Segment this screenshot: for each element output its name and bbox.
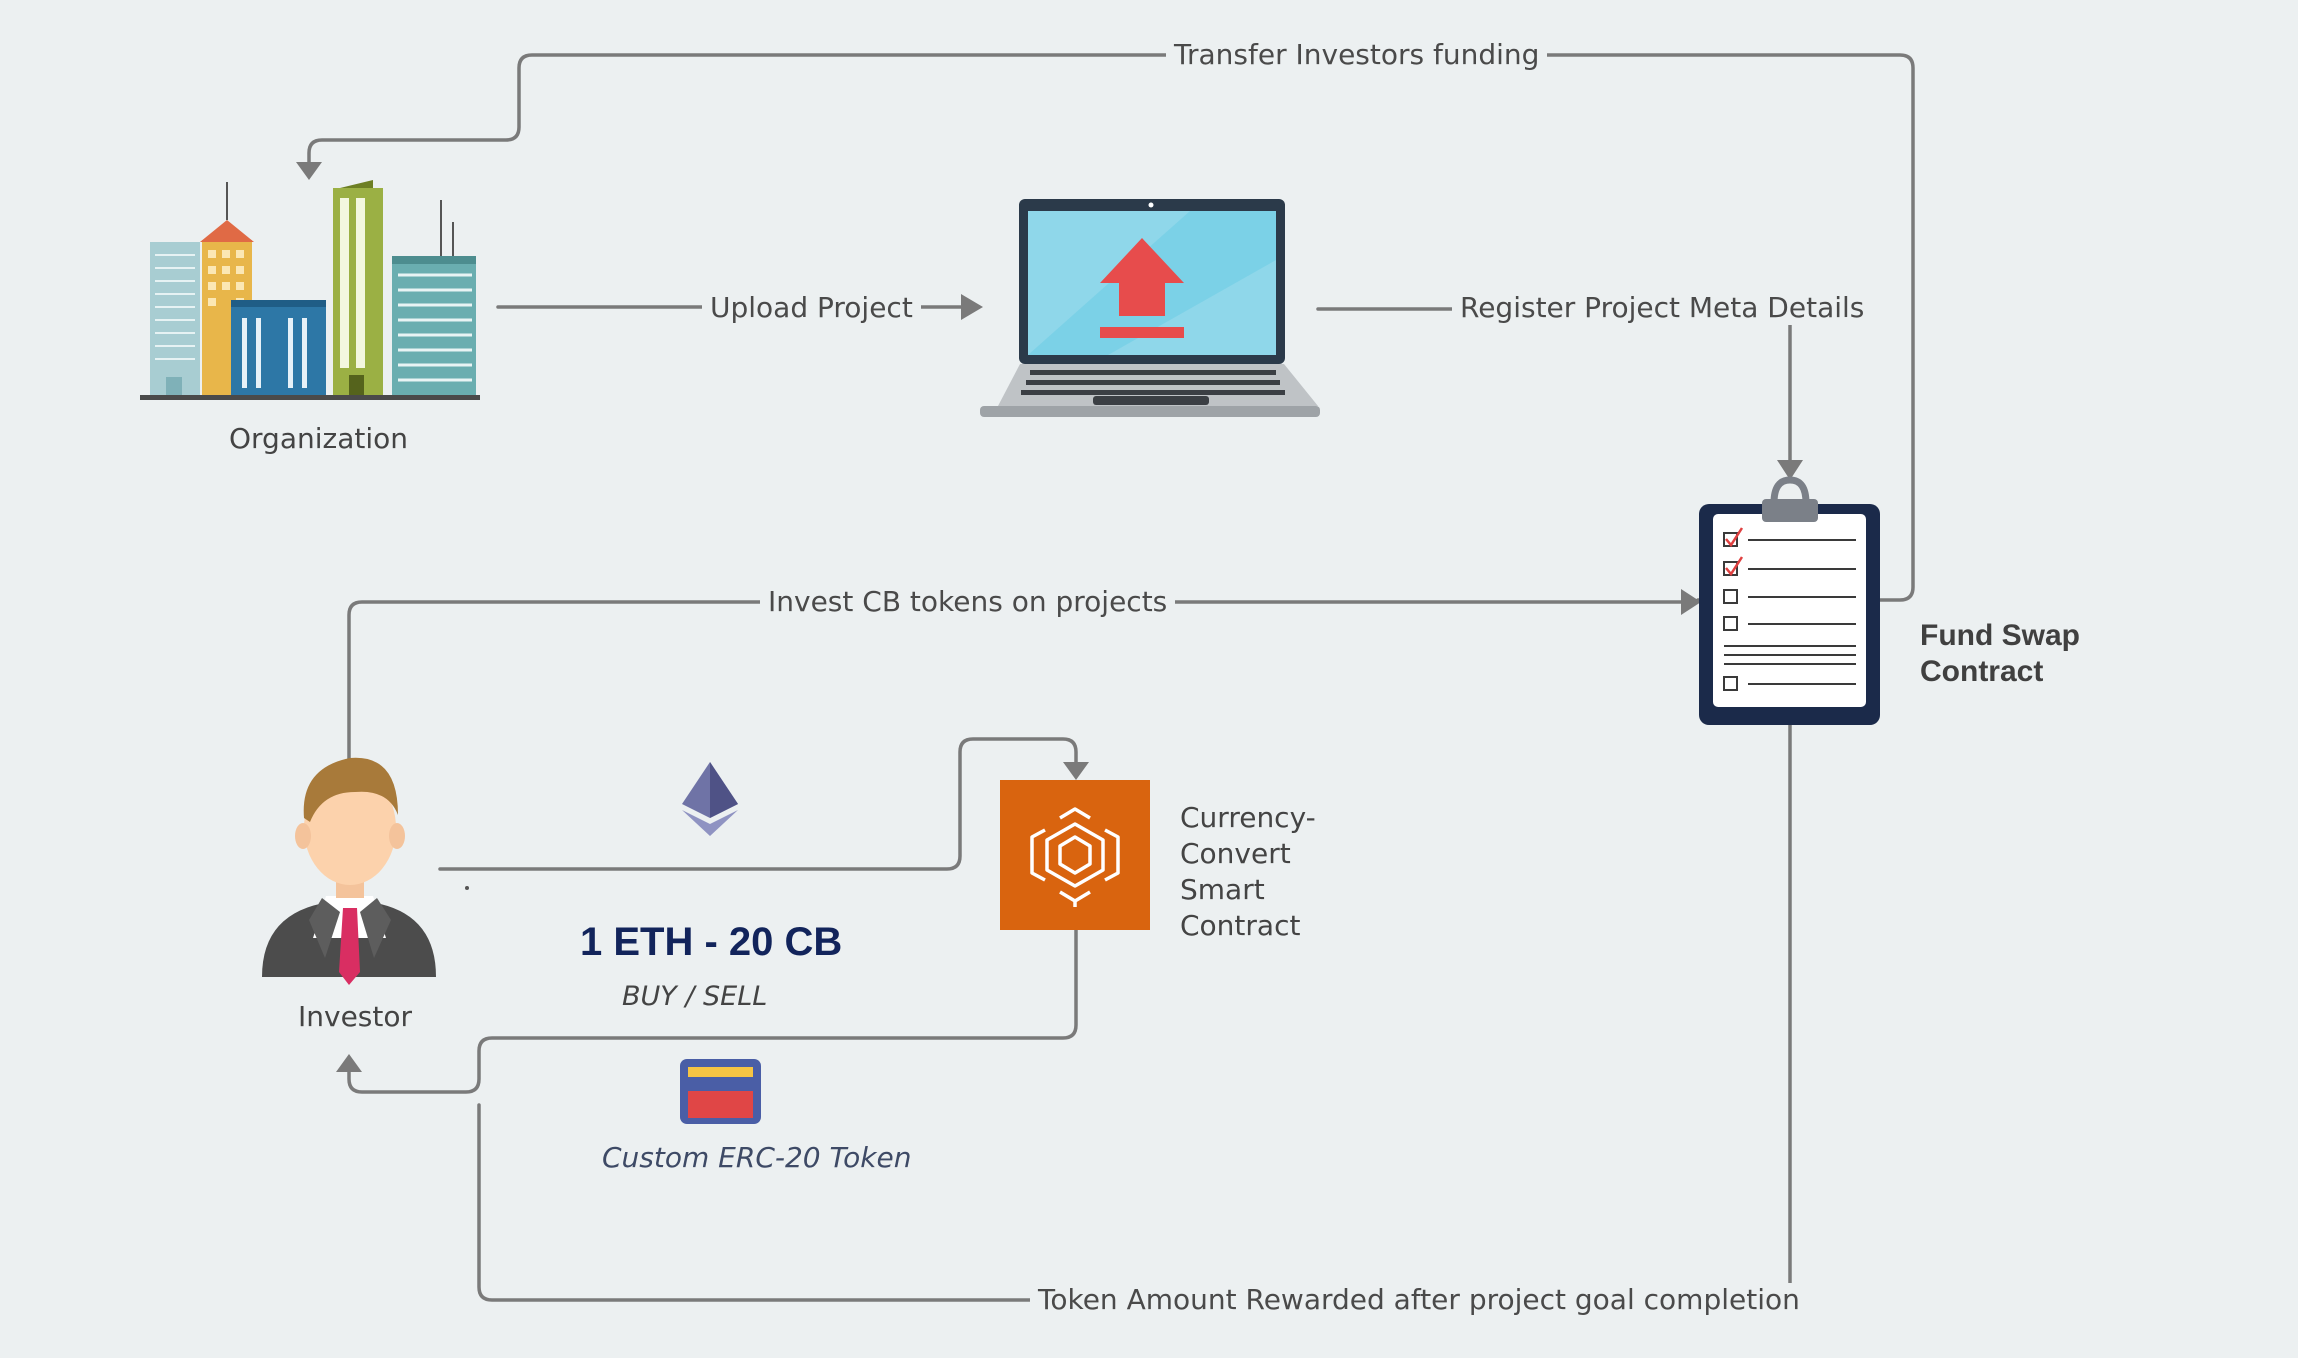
arrowhead-investor (336, 1054, 362, 1072)
fund-swap-contract-label: Fund Swap Contract (1920, 619, 2080, 688)
edge-contract-to-investor (347, 926, 1078, 1094)
buy-sell-label: BUY / SELL (622, 981, 768, 1012)
label-invest-cb-tokens: Invest CB tokens on projects (760, 585, 1176, 619)
organization-buildings-icon (140, 180, 480, 400)
arrowhead-currency-contract (1063, 762, 1089, 780)
investor-person-icon (262, 757, 469, 985)
fund-swap-clipboard-icon (1699, 476, 1880, 725)
erc20-token-card-icon (680, 1059, 761, 1124)
custom-erc20-token-label: Custom ERC-20 Token (602, 1141, 912, 1174)
label-transfer-investors-funding: Transfer Investors funding (1166, 38, 1548, 72)
label-upload-project: Upload Project (702, 291, 921, 325)
edge-eth-to-contract (438, 737, 1078, 871)
edge-invest-tokens (347, 600, 1687, 762)
label-register-project-meta: Register Project Meta Details (1452, 291, 1873, 325)
arrowhead-fund-swap-top (1777, 460, 1803, 480)
exchange-rate: 1 ETH - 20 CB (580, 920, 843, 964)
ethereum-icon (682, 762, 738, 836)
investor-label: Investor (298, 1000, 413, 1033)
arrowhead-fund-swap-left (1681, 589, 1701, 615)
currency-convert-contract-label: Currency-Convert Smart Contract (1180, 801, 1316, 942)
label-token-amount-rewarded: Token Amount Rewarded after project goal… (1030, 1283, 1808, 1317)
edge-register-meta (1316, 307, 1792, 470)
organization-label: Organization (229, 422, 409, 455)
laptop-upload-icon (980, 199, 1320, 417)
edge-transfer-funding (307, 53, 1915, 602)
currency-convert-contract-icon (1000, 780, 1150, 930)
arrowhead-laptop (961, 294, 983, 320)
arrowhead-organization (296, 162, 322, 180)
